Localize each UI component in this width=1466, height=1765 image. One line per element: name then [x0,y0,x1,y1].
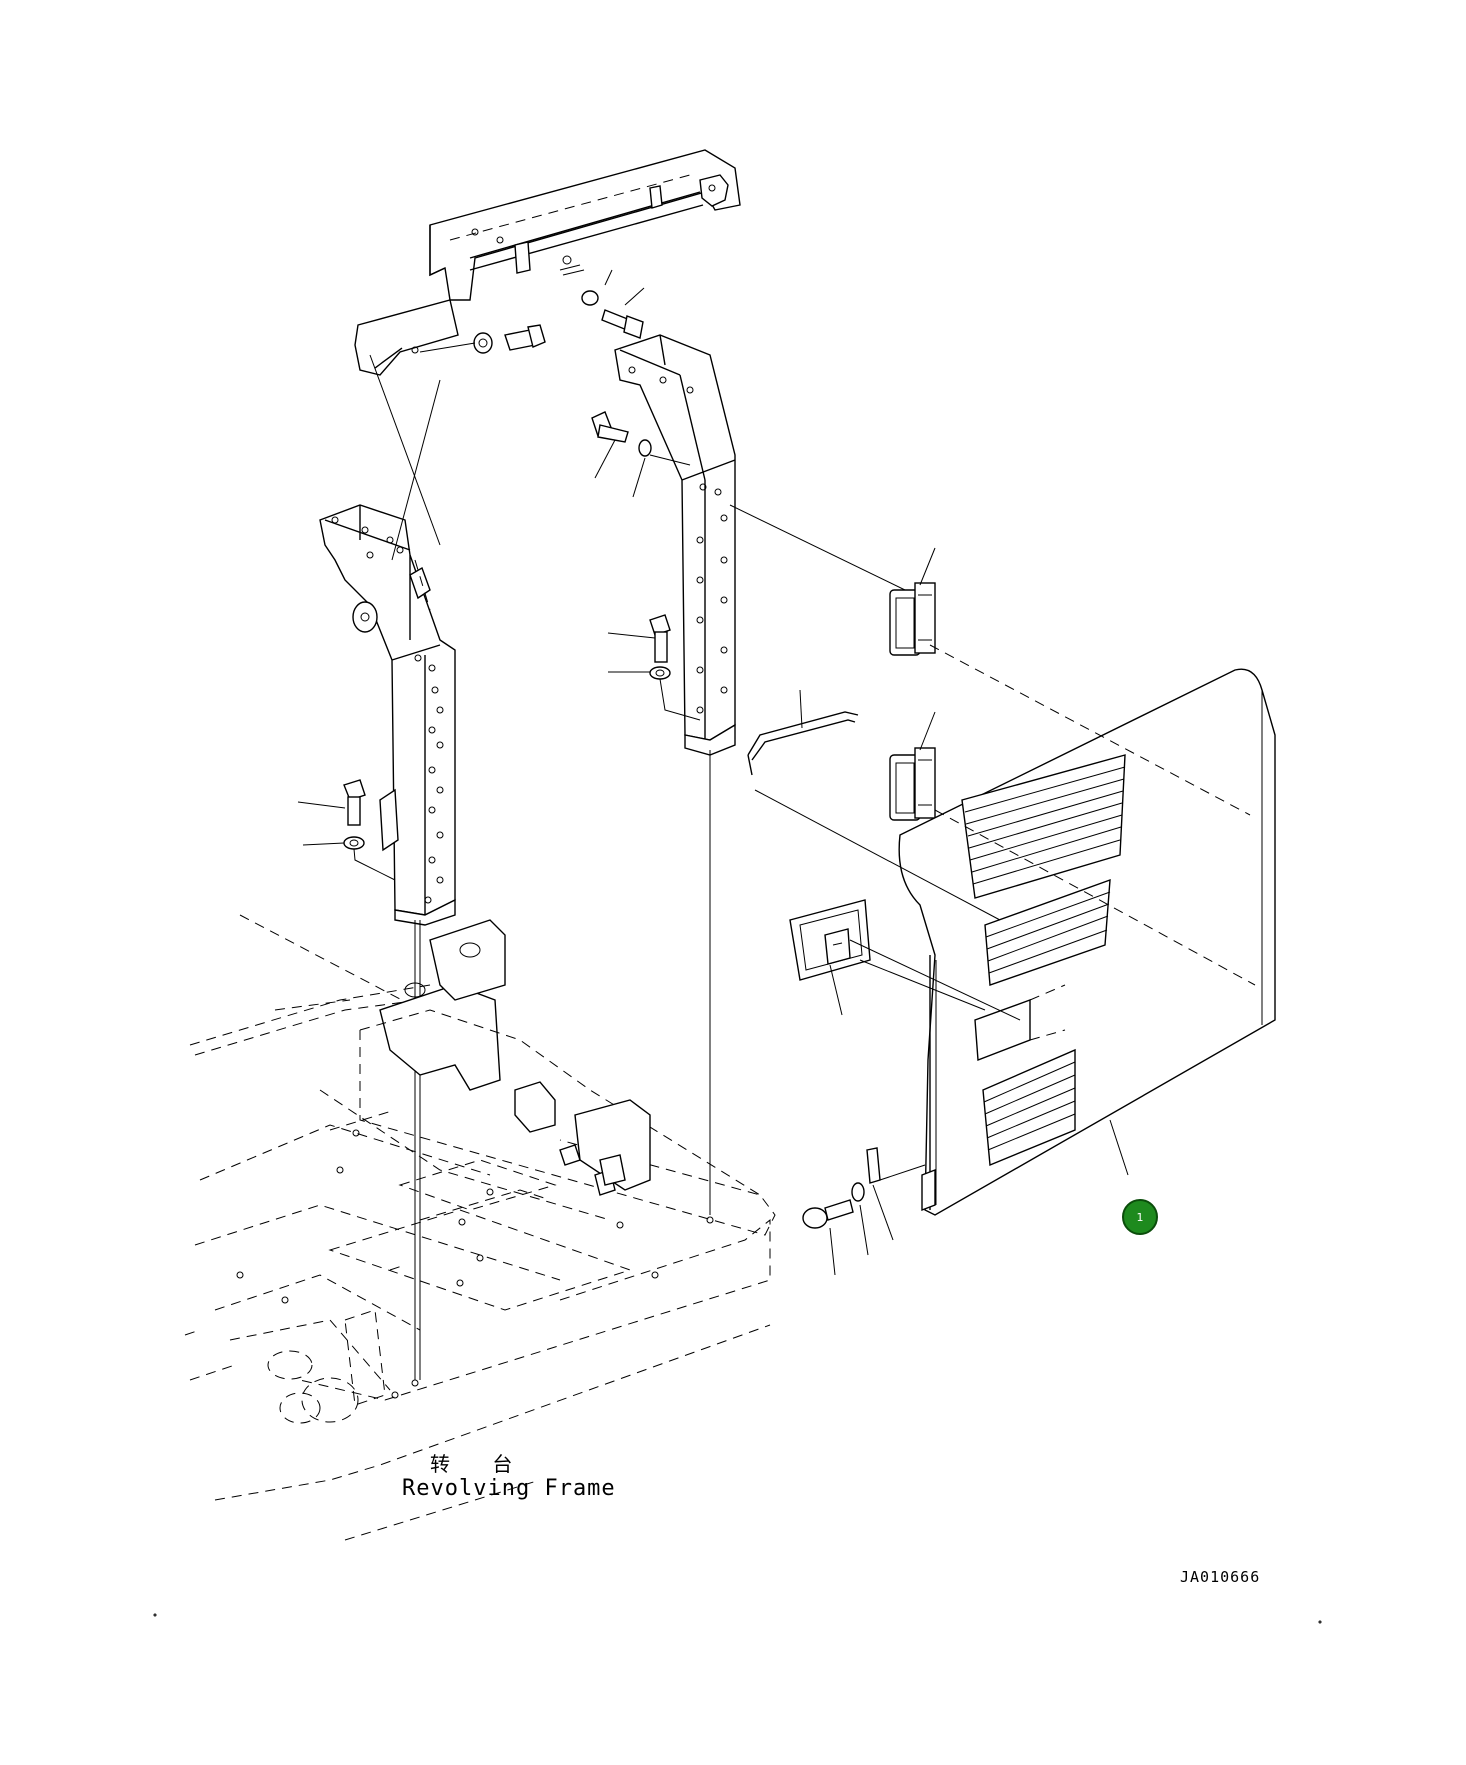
side-door [898,668,1276,1216]
leader-pillar-hinge [729,504,906,591]
right-pillar [614,334,736,756]
left-pillar [319,379,456,926]
revolving-frame [184,914,776,1541]
frame-label-cn: 转 台 [430,1452,531,1476]
beam-bracket [354,299,459,376]
left-pillar-bolt [297,779,396,881]
lower-louver [982,1048,1076,1167]
green-circle-icon-label: 1 [1136,1210,1144,1224]
bracket-bolt [419,324,546,354]
door-bottom-hardware [802,1147,926,1276]
middle-louver [984,878,1111,986]
drawing-number: JA010666 [1180,1568,1261,1586]
lower-hinge [889,711,936,821]
top-bolt [581,269,645,339]
corner-mark-left [153,1613,157,1617]
part-callout-1[interactable]: 1 [1122,1199,1158,1235]
support-rod [747,689,859,776]
top-beam [429,149,741,301]
door-latch [789,899,871,1016]
leader-beam-left [369,354,441,546]
corner-mark-right [1318,1620,1322,1624]
frame-label-en: Revolving Frame [402,1476,616,1501]
right-pillar-bolts [591,411,701,721]
upper-louver [961,754,1126,899]
upper-hinge [889,547,936,656]
